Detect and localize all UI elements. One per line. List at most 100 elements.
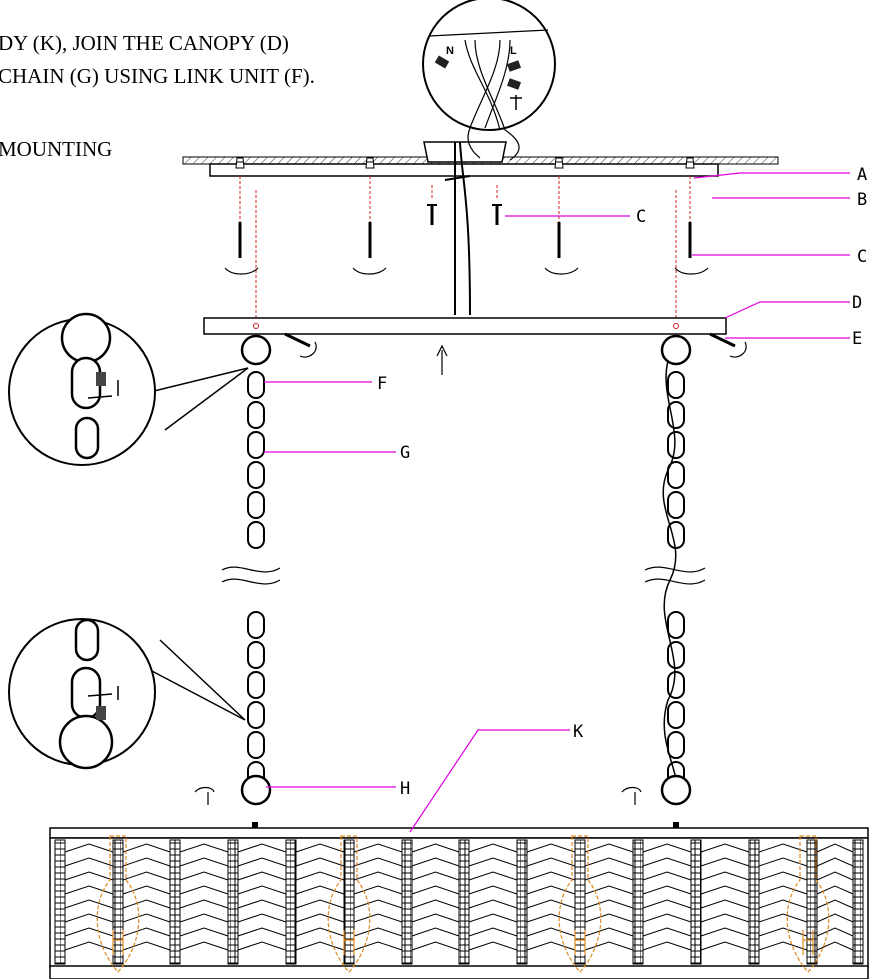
body-weave-line [122,857,171,867]
body-weave-line [468,941,518,951]
body-weave-line [64,927,114,937]
detail-bottom-link [8,618,246,770]
body-rib [852,839,864,965]
body-weave-line [122,899,171,909]
chain-link [247,461,265,489]
body-weave-line [295,899,345,909]
body-weave-line [468,913,518,923]
body-weave-line [411,941,460,951]
body-rib [112,839,124,965]
body-weave-line [468,857,518,867]
callout-f: F [377,374,387,394]
junction-box [423,141,507,163]
instruction-line-3: MOUNTING [0,137,113,161]
callout-k: K [573,722,584,742]
body-weave-line [816,899,854,909]
chain-link [667,611,685,639]
body-weave-line [584,913,634,923]
chain-link [667,371,685,399]
body-weave-line [353,843,403,853]
body-rib [574,839,586,965]
body-weave-line [353,871,403,881]
callout-a: A [857,165,867,185]
fixture-body [49,822,869,979]
bulb-filament [802,930,814,955]
detail-top-link [8,312,249,466]
chain-link [247,521,265,549]
body-weave-line [642,913,692,923]
body-weave-line [237,885,287,895]
chain-link [247,701,265,729]
up-arrow [436,344,448,375]
body-weave-line [411,857,460,867]
chain-link [247,641,265,669]
body-weave-line [468,843,518,853]
body-weave-line [526,843,576,853]
body-weave-line [237,927,287,937]
body-rib [343,839,355,965]
top-loop-left [240,334,272,366]
body-weave-line [758,857,808,867]
body-rib [401,839,413,965]
body-weave-line [700,843,750,853]
alignment-guides [239,176,691,323]
body-weave-line [237,843,287,853]
callout-e: E [852,329,862,349]
body-weave-line [758,899,808,909]
callout-d: D [852,293,862,313]
body-weave-line [64,871,114,881]
body-weave-line [237,913,287,923]
body-weave-line [526,941,576,951]
body-weave-line [526,913,576,923]
body-weave-line [758,941,808,951]
instruction-line-2: CHAIN (G) USING LINK UNIT (F). [0,64,315,88]
body-weave-line [700,871,750,881]
body-weave-line [295,857,345,867]
break-marks [221,566,706,585]
body-weave-line [642,899,692,909]
body-weave-line [468,927,518,937]
body-weave-line [642,941,692,951]
chain-link [247,731,265,759]
body-weave-line [295,885,345,895]
body-rib [285,839,297,965]
body-weave-line [468,871,518,881]
body-weave-line [816,843,854,853]
callout-b: B [857,190,867,210]
body-weave-line [237,941,287,951]
neutral-label: N [446,45,454,57]
body-weave-line [758,885,808,895]
body-weave-line [700,885,750,895]
body-weave-line [584,899,634,909]
chain-link [667,401,685,429]
body-weave-line [584,941,634,951]
top-loop-right [660,334,692,366]
power-cord [454,141,471,316]
body-weave-line [700,913,750,923]
body-weave-line [642,871,692,881]
chain-link [667,521,685,549]
body-weave-line [700,927,750,937]
callout-c-upper: C [636,207,646,227]
body-weave-line [584,843,634,853]
body-weave-line [353,927,403,937]
body-weave-line [758,871,808,881]
body-weave-line [411,913,460,923]
body-weave-line [642,927,692,937]
rotation-arrows [224,267,747,358]
callout-c-lower: C [857,247,867,267]
body-weave-line [237,899,287,909]
body-rib [516,839,528,965]
chain-link [667,701,685,729]
bulbs [96,835,830,973]
bulb-outline [96,835,140,973]
body-weave-line [758,927,808,937]
chain-link [667,491,685,519]
body-weave-line [584,857,634,867]
body-weave-line [584,927,634,937]
chain-link [247,431,265,459]
leader-lines [264,172,850,833]
body-weave-line [122,885,171,895]
